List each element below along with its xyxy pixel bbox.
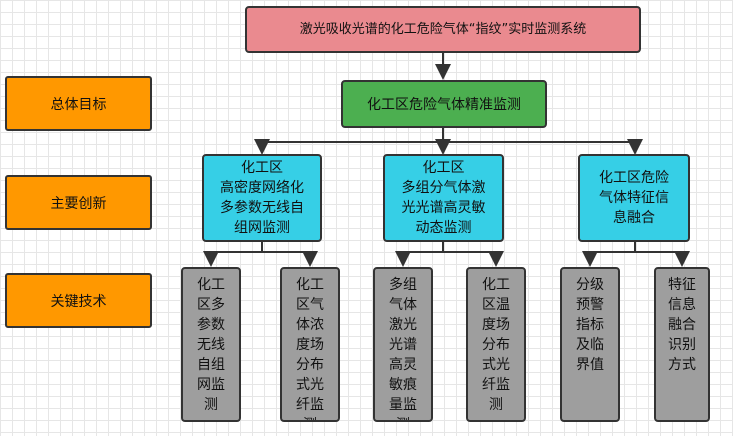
arrow-innovation-1-to-tech-1: [203, 242, 263, 267]
arrow-innovation-2-to-tech-3: [395, 242, 444, 267]
row-label-main-innovation: 主要创新: [5, 175, 152, 230]
arrow-innovation-3-to-tech-6: [635, 251, 690, 267]
key-tech-box-2: 化工 区气 体浓 度场 分布 式光 纤监 测: [280, 267, 340, 422]
innovation-box-3: 化工区危险 气体特征信 息融合: [578, 154, 690, 242]
arrow-innovation-1-to-tech-2: [262, 251, 318, 267]
innovation-box-1: 化工区 高密度网络化 多参数无线自 组网监测: [202, 154, 322, 242]
overall-goal-box: 化工区危险气体精准监测: [341, 80, 547, 128]
innovation-box-2: 化工区 多组分气体激 光光谱高灵敏 动态监测: [383, 154, 504, 242]
key-tech-box-3: 多组 气体 激光 光谱 高灵 敏痕 量监 测: [373, 267, 433, 422]
row-label-key-technology: 关键技术: [5, 273, 152, 328]
arrow-goal-to-innovation-3: [443, 139, 643, 155]
arrow-goal-to-innovation-1: [254, 128, 444, 155]
key-tech-box-5: 分级 预警 指标 及临 界值: [560, 267, 620, 422]
key-tech-box-6: 特征 信息 融合 识别 方式: [654, 267, 710, 422]
arrow-innovation-3-to-tech-5: [582, 242, 636, 267]
row-label-overall-goal: 总体目标: [5, 76, 152, 131]
key-tech-box-1: 化工 区多 参数 无线 自组 网监 测: [181, 267, 241, 422]
system-title-box: 激光吸收光谱的化工危险气体“指纹”实时监测系统: [245, 6, 641, 53]
arrow-innovation-2-to-tech-4: [443, 251, 504, 267]
key-tech-box-4: 化工 区温 度场 分布 式光 纤监 测: [466, 267, 526, 422]
